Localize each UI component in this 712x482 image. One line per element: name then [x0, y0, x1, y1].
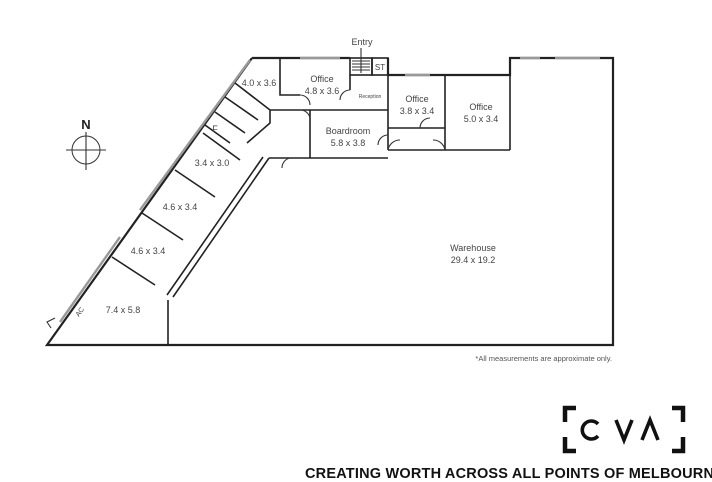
room-name: Warehouse [450, 243, 496, 253]
entry-label: Entry [351, 37, 373, 47]
ac-label: AC [75, 306, 86, 318]
measurement-note: *All measurements are approximate only. [475, 354, 612, 363]
room-name: Office [405, 94, 428, 104]
cva-logo [562, 405, 686, 454]
room-name: Boardroom [326, 126, 371, 136]
room-size: 4.8 x 3.6 [305, 86, 340, 96]
room-name: Office [310, 74, 333, 84]
room-name: Office [469, 102, 492, 112]
outer-wall [44, 56, 615, 347]
fridge-label: F [212, 124, 218, 134]
doors [46, 89, 446, 329]
north-compass: N [66, 117, 106, 170]
stair-label: ST [375, 63, 385, 72]
reception-label: Reception [359, 94, 382, 100]
room-size: 5.8 x 3.8 [331, 138, 366, 148]
room-size: 4.0 x 3.6 [242, 78, 277, 88]
room-size: 3.8 x 3.4 [400, 106, 435, 116]
room-size: 4.6 x 3.4 [131, 246, 166, 256]
room-size: 5.0 x 3.4 [464, 114, 499, 124]
room-size: 3.4 x 3.0 [195, 158, 230, 168]
store-room [371, 57, 389, 76]
room-size: 7.4 x 5.8 [106, 305, 141, 315]
room-size: 4.6 x 3.4 [163, 202, 198, 212]
tagline: CREATING WORTH ACROSS ALL POINTS OF MELB… [305, 466, 712, 482]
north-label: N [81, 117, 90, 132]
window [59, 56, 600, 323]
room-size: 29.4 x 19.2 [451, 255, 496, 265]
